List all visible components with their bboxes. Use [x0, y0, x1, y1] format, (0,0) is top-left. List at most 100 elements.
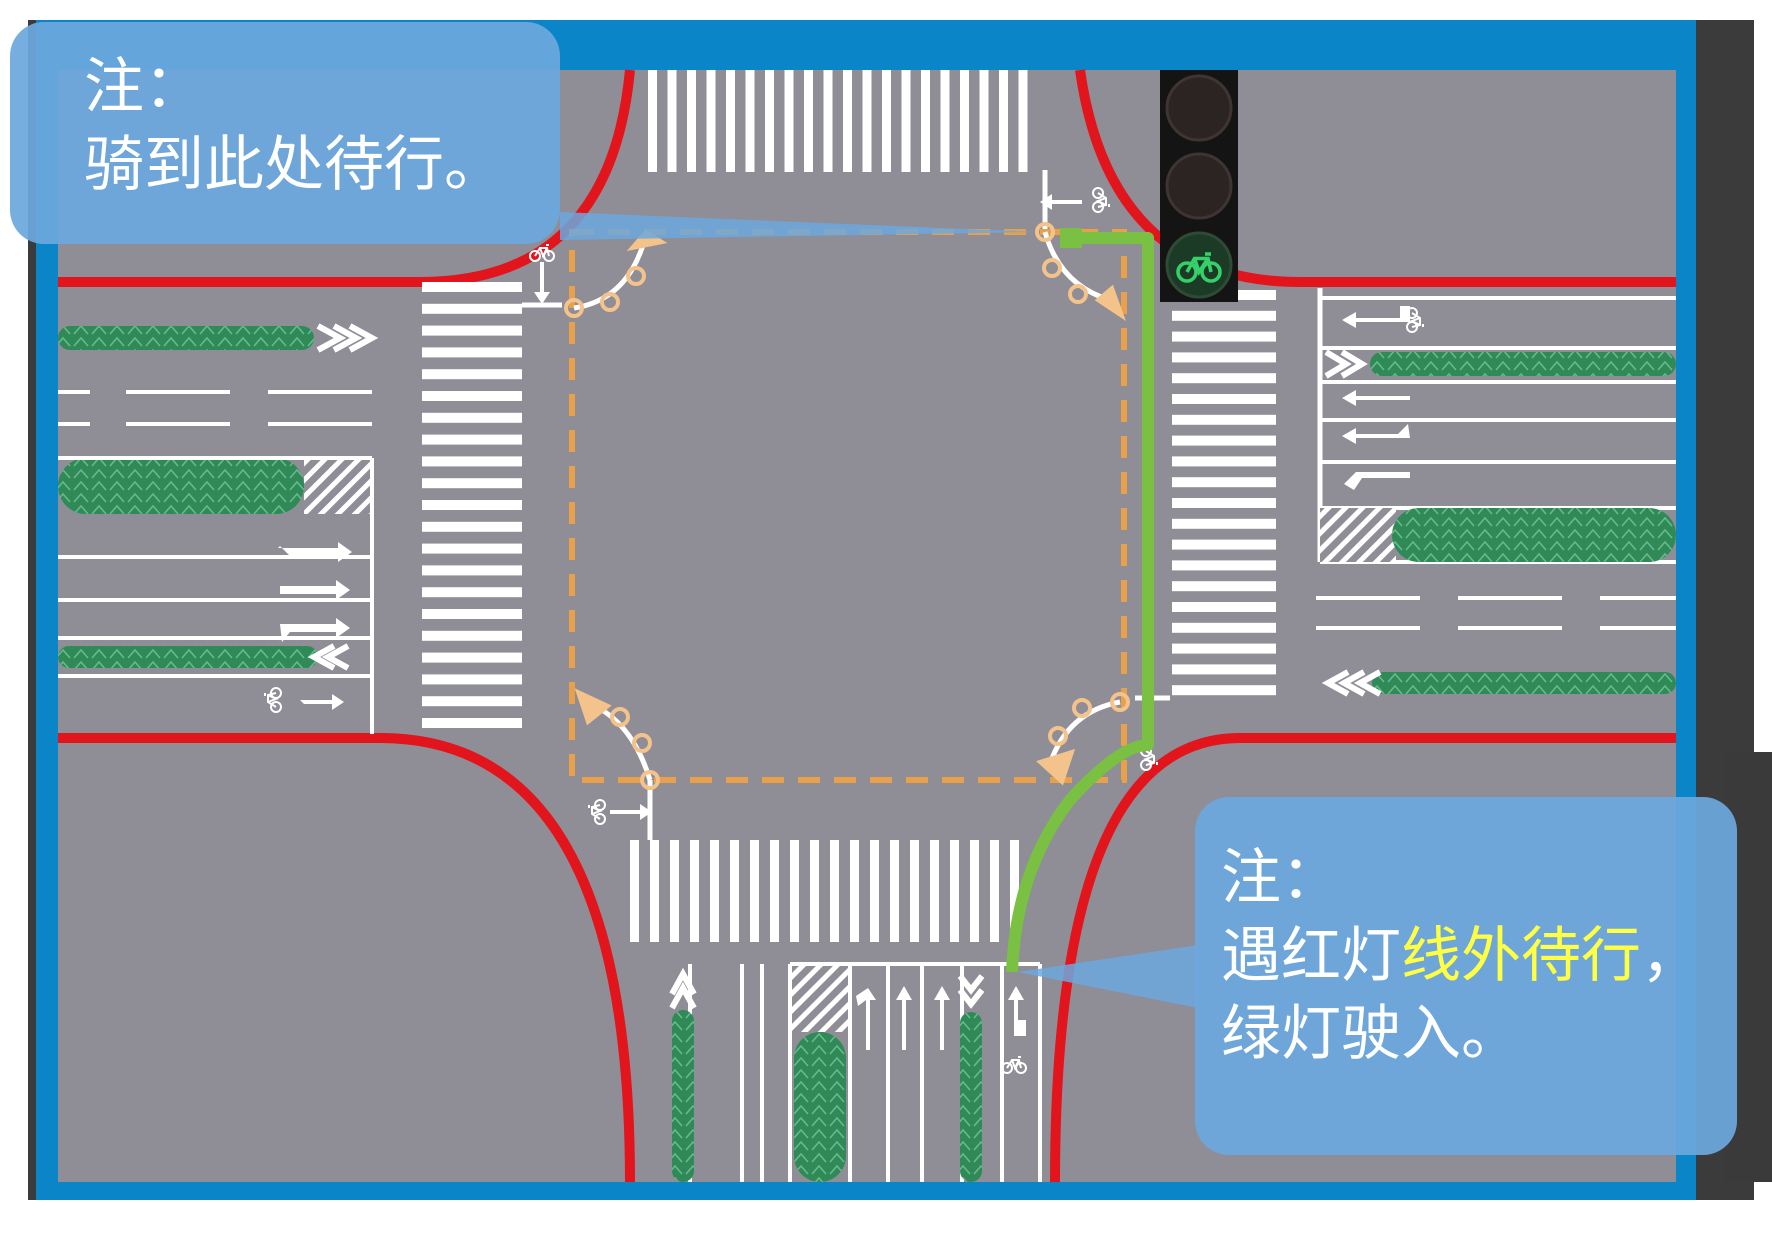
crosswalk-stripe [1172, 664, 1276, 675]
crosswalk-stripe [1172, 331, 1276, 342]
corner-guides [564, 222, 1130, 790]
crosswalk-stripe [810, 840, 819, 942]
crosswalk-stripe [940, 70, 950, 172]
crosswalk-stripe [790, 840, 799, 942]
crosswalk-top [648, 70, 1028, 172]
lamp-bottom [1165, 231, 1233, 299]
crosswalk-stripe [770, 840, 779, 942]
note2-line1: 遇红灯线外待行， [1221, 917, 1737, 995]
crosswalk-stripe [1172, 518, 1276, 529]
curb-lines [58, 69, 1676, 1183]
crosswalk-stripe [422, 652, 522, 663]
crosswalk-stripe [882, 70, 891, 172]
crosswalk-stripe [422, 434, 522, 445]
crosswalk-stripe [921, 70, 930, 172]
east-approach [1316, 288, 1676, 697]
crosswalk-stripe [422, 347, 522, 358]
crosswalk-stripe [710, 840, 719, 942]
west-approach [58, 323, 379, 734]
note2-pointer [1018, 945, 1198, 1008]
crosswalk-stripe [990, 840, 999, 942]
crosswalk-stripe [670, 840, 679, 942]
crosswalk-stripe [648, 70, 657, 172]
bicycle-route [1006, 232, 1154, 973]
crosswalk-left [422, 282, 522, 728]
crosswalk-stripe [1172, 560, 1276, 571]
crosswalk-stripe [422, 456, 522, 467]
crosswalk-stripe [1010, 840, 1019, 942]
crosswalk-stripe [970, 840, 979, 942]
bicycle-route-arrowhead [1060, 228, 1082, 248]
south-approach [669, 962, 1042, 1182]
crosswalk-stripe [422, 478, 522, 489]
crosswalk-stripe [765, 70, 774, 172]
crosswalk-stripe [745, 70, 755, 172]
crosswalk-stripe [1172, 435, 1276, 446]
crosswalk-stripe [706, 70, 716, 172]
crosswalk-stripe [999, 70, 1008, 172]
crosswalk-stripe [422, 718, 522, 728]
note2-text-after: ， [1641, 921, 1701, 991]
crosswalk-stripe [910, 840, 919, 942]
crosswalk-stripe [422, 412, 522, 423]
crosswalk-stripe [422, 303, 522, 314]
note2-line2: 绿灯驶入。 [1221, 999, 1521, 1069]
crosswalk-stripe [422, 369, 522, 380]
crosswalk-stripe [823, 70, 833, 172]
crosswalk-stripe [1172, 477, 1276, 488]
bike-waiting-zone [569, 229, 1127, 783]
crosswalk-stripe [690, 840, 699, 942]
crosswalk-stripe [1018, 70, 1028, 172]
crosswalk-stripe [750, 840, 759, 942]
crosswalk-stripe [1172, 373, 1276, 384]
note2-text-before: 遇红灯 [1221, 921, 1401, 991]
crosswalk-stripe [650, 840, 659, 942]
crosswalk-stripe [1172, 394, 1276, 404]
crosswalk-stripe [960, 70, 969, 172]
crosswalk-stripe [830, 840, 839, 942]
crosswalk-stripe [687, 70, 696, 172]
note1-pointer [560, 212, 1038, 240]
crosswalk-stripe [422, 391, 522, 401]
crosswalk-stripe [422, 521, 522, 532]
crosswalk-stripe [422, 674, 522, 685]
crosswalk-stripe [422, 565, 522, 576]
crosswalk-stripe [950, 840, 959, 942]
crosswalk-stripe [930, 840, 939, 942]
note-red-light-rule: 注： 遇红灯线外待行， 绿灯驶入。 [1195, 797, 1737, 1155]
crosswalk-stripe [804, 70, 813, 172]
crosswalk-stripe [901, 70, 911, 172]
crosswalk-stripe [726, 70, 735, 172]
lamp-top [1165, 74, 1233, 142]
crosswalk-stripe [1172, 414, 1276, 425]
crosswalk-stripe [422, 630, 522, 641]
crosswalk-stripe [422, 696, 522, 707]
crosswalk-stripe [979, 70, 989, 172]
traffic-light [1160, 70, 1238, 302]
crosswalk-stripe [843, 70, 852, 172]
crosswalk-stripe [422, 500, 522, 510]
crosswalk-bottom [630, 840, 1019, 942]
crosswalk-stripe [422, 587, 522, 598]
crosswalk-stripe [870, 840, 879, 942]
bicycle-icon [1176, 252, 1222, 283]
crosswalk-stripe [1172, 643, 1276, 654]
crosswalk-stripe [422, 325, 522, 336]
crosswalk-stripe [1172, 685, 1276, 696]
crosswalk-stripe [422, 609, 522, 619]
crosswalk-stripe [667, 70, 677, 172]
note-wait-position: 注： 骑到此处待行。 [10, 22, 560, 244]
crosswalk-stripe [1172, 602, 1276, 612]
crosswalk-stripe [1172, 498, 1276, 508]
crosswalk-stripe [1172, 310, 1276, 321]
crosswalk-stripe [890, 840, 899, 942]
note1-heading: 注： [84, 52, 204, 122]
crosswalk-stripe [1172, 622, 1276, 633]
crosswalk-stripe [730, 840, 739, 942]
crosswalk-stripe [1172, 581, 1276, 592]
crosswalk-stripe [1172, 539, 1276, 550]
crosswalk-stripe [422, 282, 522, 292]
crosswalk-stripe [630, 840, 639, 942]
note1-text: 骑到此处待行。 [84, 130, 504, 200]
